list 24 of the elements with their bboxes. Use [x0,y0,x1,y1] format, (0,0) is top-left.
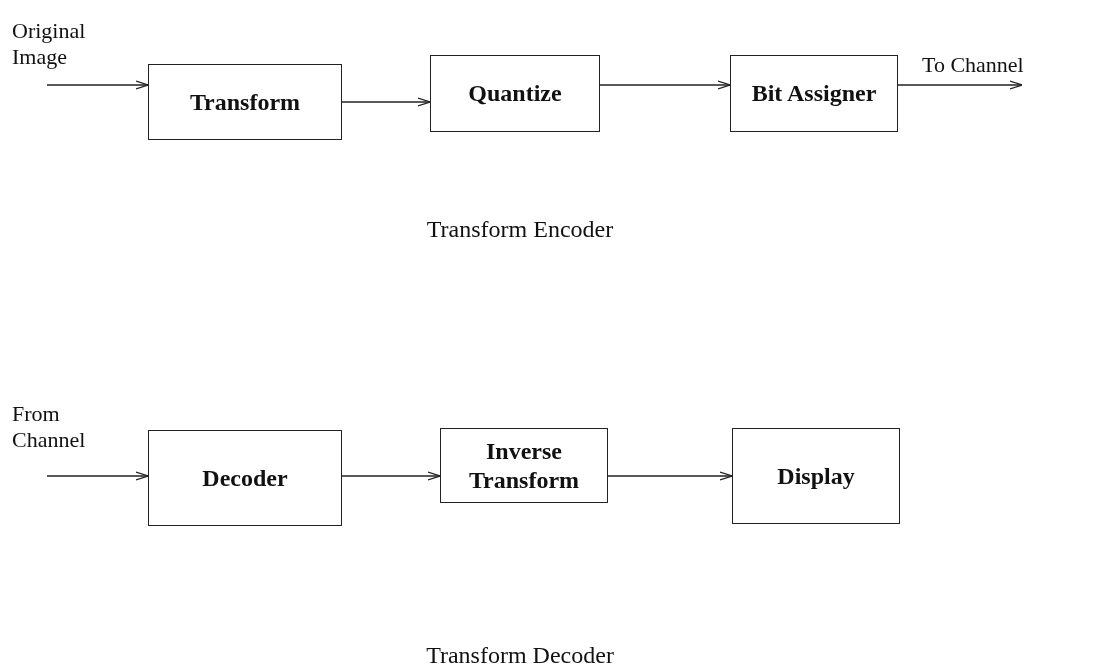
box-label: Display [777,461,855,491]
io-label: From Channel [12,400,87,454]
process-box [148,430,342,526]
process-box [148,64,342,140]
box-label: Decoder [202,463,288,493]
process-box [440,428,608,503]
arrow [607,471,733,481]
process-box [732,428,900,524]
arrow [341,471,441,481]
box-label: Transform [189,87,301,117]
box-label: Bit Assigner [751,79,877,108]
diagram-caption: Transform Decoder [426,642,614,669]
io-label: To Channel [922,51,1024,79]
box-label: Quantize [468,79,562,108]
arrow [46,471,149,481]
arrow [341,97,431,107]
box-label: Inverse Transform [467,436,581,495]
arrow [46,80,149,90]
process-box [430,55,600,132]
io-label: Original Image [12,17,87,71]
arrow [897,80,1023,90]
process-box [730,55,898,132]
diagram-caption: Transform Encoder [426,216,614,243]
arrow [599,80,731,90]
